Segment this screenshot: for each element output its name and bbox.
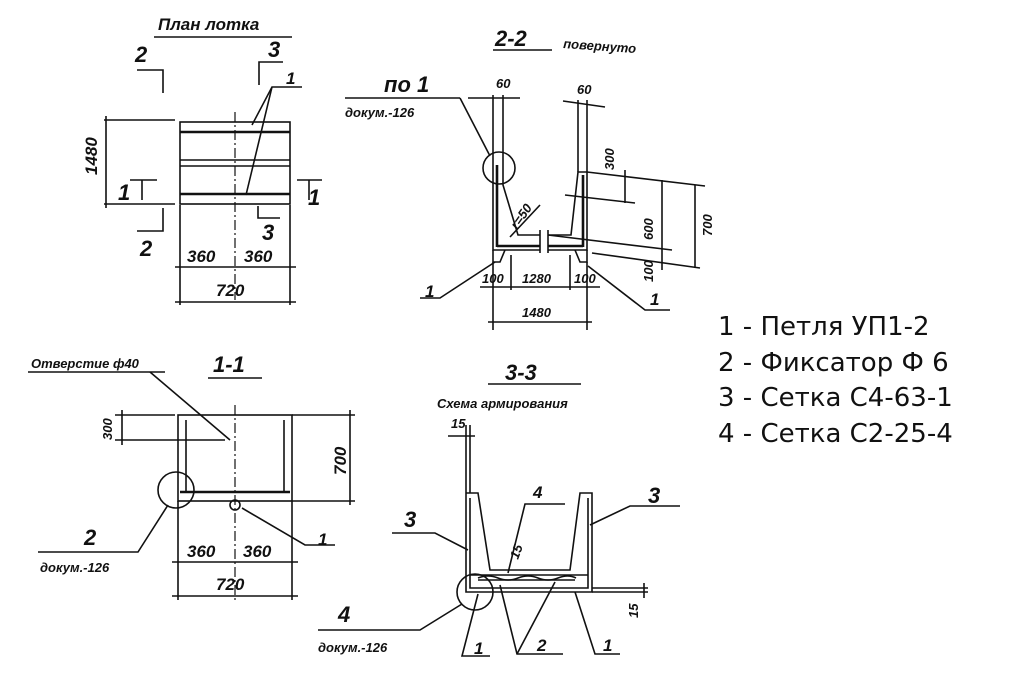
legend: 1 - Петля УП1-2 2 - Фиксатор Ф 6 3 - Сет…: [718, 310, 953, 452]
dim-bottom-right: 100: [574, 271, 596, 286]
section-3-3: 3-3 Схема армирования 15 15 15 3 3 4 1 2…: [318, 360, 680, 658]
plan-section-2-bottom: 2: [139, 236, 153, 261]
section-1-1-callout-1: 1: [318, 530, 327, 549]
dim-wall-right: 60: [577, 82, 592, 97]
plan-section-2-top: 2: [134, 42, 148, 67]
legend-item: 3 - Сетка С4-63-1: [718, 383, 953, 413]
callout-1-left: 1: [425, 282, 434, 301]
dim-600: 600: [641, 218, 656, 240]
hole-icon: [229, 499, 241, 511]
section-1-1-dim-700: 700: [331, 446, 350, 475]
detail-circle: [482, 151, 516, 185]
dim-inner-15: 15: [507, 542, 526, 561]
callout-1-left: 1: [474, 639, 483, 658]
callout-4: 4: [532, 483, 543, 502]
section-1-1-dim-width: 720: [216, 575, 245, 594]
dim-radius: r=50: [507, 200, 535, 231]
dim-100-side: 100: [641, 260, 656, 282]
legend-item: 1 - Петля УП1-2: [718, 312, 930, 342]
plan-section-1-right: 1: [308, 185, 320, 210]
section-1-1-title: 1-1: [213, 352, 245, 377]
section-2-2-subtitle: повернуто: [563, 36, 637, 56]
callout-1-right: 1: [603, 636, 612, 655]
hole-label: Отверстие ф40: [31, 356, 140, 371]
detail-circle: [456, 573, 494, 611]
section-1-1-callout-2-doc: докум.-126: [40, 560, 110, 575]
section-2-2: 2-2 повернуто по 1 докум.-126 60 60: [345, 26, 715, 330]
dim-top-15: 15: [451, 416, 466, 431]
plan-title: План лотка: [158, 15, 259, 34]
dim-300: 300: [602, 148, 617, 170]
detail-circle: [157, 471, 195, 509]
ref-doc: докум.-126: [318, 640, 388, 655]
dim-700: 700: [700, 214, 715, 236]
mesh-4: [477, 575, 577, 581]
dim-bottom-left: 100: [482, 271, 504, 286]
section-3-3-subtitle: Схема армирования: [437, 396, 568, 411]
dim-bottom-mid: 1280: [522, 271, 552, 286]
section-2-2-ref-top: по 1: [384, 72, 429, 97]
plan-callout-1: 1: [286, 69, 295, 88]
section-3-3-title: 3-3: [505, 360, 537, 385]
section-2-2-title: 2-2: [494, 26, 528, 51]
dim-bottom-15: 15: [626, 603, 641, 618]
callout-3-right: 3: [648, 483, 660, 508]
plan-dim-half-right: 360: [244, 247, 273, 266]
legend-item: 4 - Сетка С2-25-4: [718, 418, 953, 449]
section-1-1-dim-half-left: 360: [187, 542, 216, 561]
legend-item: 2 - Фиксатор Ф 6: [718, 347, 949, 378]
section-1-1-callout-2: 2: [83, 525, 97, 550]
section-1-1-dim-half-right: 360: [243, 542, 272, 561]
callout-2: 2: [536, 636, 547, 655]
section-2-2-ref-doc: докум.-126: [345, 105, 415, 120]
dim-total: 1480: [522, 305, 552, 320]
plan-dim-width: 720: [216, 281, 245, 300]
dim-wall-left: 60: [496, 76, 511, 91]
plan-dim-height: 1480: [82, 137, 101, 175]
plan-view: План лотка 1480 360 360 720 2 3 1 1 1: [82, 15, 322, 305]
plan-section-1-left: 1: [118, 180, 130, 205]
plan-dim-half-left: 360: [187, 247, 216, 266]
section-1-1: 1-1 Отверстие ф40 300 700 360 360 720 2 …: [28, 352, 355, 600]
ref-4: 4: [337, 602, 350, 627]
plan-section-3-top: 3: [268, 37, 280, 62]
plan-section-3-bottom: 3: [262, 220, 274, 245]
section-1-1-dim-300: 300: [100, 418, 115, 440]
callout-3-left: 3: [404, 507, 416, 532]
callout-1-right: 1: [650, 290, 659, 309]
